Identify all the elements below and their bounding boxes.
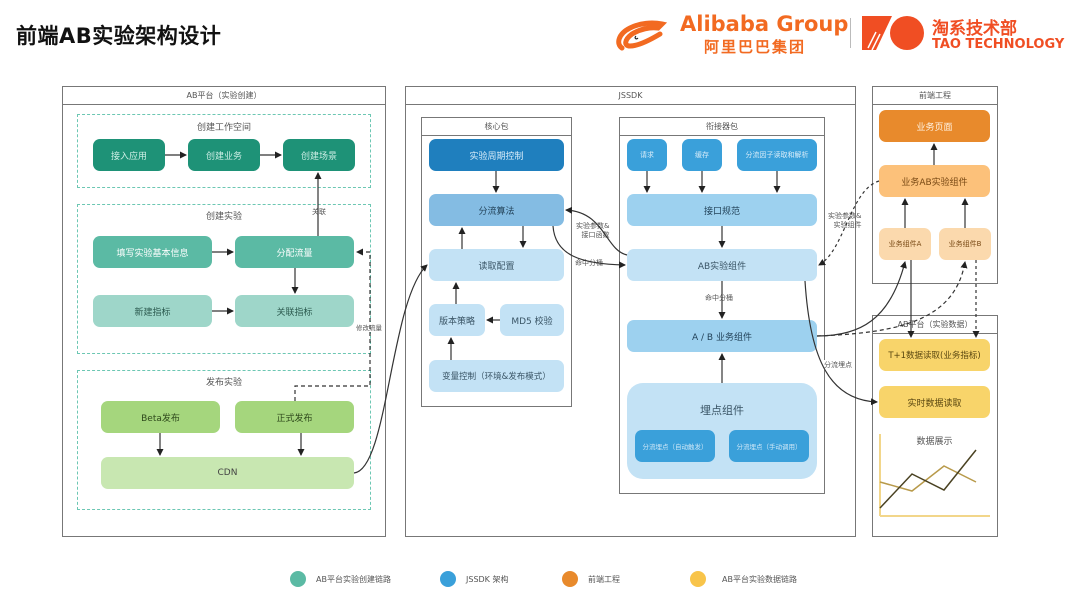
arrow-params-to-algorithm [565,206,628,256]
node-fill-basic-info[interactable]: 填写实验基本信息 [93,236,212,268]
legend-dot-frontend [562,571,578,587]
panel-header: AB平台（实验数据） [873,316,997,334]
workspace-group [77,114,371,188]
legend-dot-jssdk [440,571,456,587]
node-interface-spec[interactable]: 接口规范 [627,194,817,226]
panel-header: 前端工程 [873,87,997,105]
data-display-chart [879,434,990,517]
node-business-component-b[interactable]: 业务组件B [939,228,991,260]
legend-label-data: AB平台实验数据链路 [722,575,797,584]
node-ab-experiment-component[interactable]: AB实验组件 [627,249,817,281]
node-business-ab-component[interactable]: 业务AB实验组件 [879,165,990,197]
node-ab-business-component[interactable]: A / B 业务组件 [627,320,817,352]
panel-header: AB平台（实验创建） [63,87,385,105]
node-formal-release[interactable]: 正式发布 [235,401,354,433]
workspace-group-label: 创建工作空间 [196,123,251,133]
alibaba-en-text: Alibaba Group [680,12,849,36]
logo-divider [850,18,851,48]
legend-label-jssdk: JSSDK 架构 [466,575,509,584]
panel-header: 核心包 [422,118,571,136]
arrow-cdn-to-read-config [353,264,428,474]
node-split-algorithm[interactable]: 分流算法 [429,194,564,226]
legend-label-creation: AB平台实验创建链路 [316,575,391,584]
node-read-config[interactable]: 读取配置 [429,249,564,281]
node-cdn[interactable]: CDN [101,457,354,489]
node-version-strategy[interactable]: 版本策略 [429,304,485,336]
node-create-business[interactable]: 创建业务 [188,139,260,171]
page-title: 前端AB实验架构设计 [16,24,222,48]
node-lifecycle-control[interactable]: 实验周期控制 [429,139,564,171]
alibaba-logo-icon [616,20,668,51]
tao-cn-text: 淘系技术部 [932,19,1017,39]
node-t1-data-read[interactable]: T+1数据读取(业务指标) [879,339,990,371]
node-beta-release[interactable]: Beta发布 [101,401,220,433]
tao-logo-icon [862,16,924,51]
tao-en-text: TAO TECHNOLOGY [932,37,1065,52]
publish-group-label: 发布实验 [205,378,242,388]
node-split-factor-parse[interactable]: 分流因子读取和解析 [737,139,817,171]
arrow-hit-bucket [552,225,626,269]
logo-bar: Alibaba Group 阿里巴巴集团 淘系技术部 TAO TECHNOLOG… [614,12,1064,56]
chart-series-dark [879,449,977,509]
publish-group [77,370,371,510]
alibaba-cn-text: 阿里巴巴集团 [704,38,807,56]
node-md5-check[interactable]: MD5 校验 [500,304,564,336]
node-business-component-a[interactable]: 业务组件A [879,228,931,260]
node-tracking-manual[interactable]: 分流埋点（手动调用） [729,430,809,462]
edge-label-relate: 关联 [312,207,326,217]
arrow-business-to-component-a [816,261,907,337]
node-tracking-auto[interactable]: 分流埋点（自动触发） [635,430,715,462]
legend-dot-data [690,571,706,587]
arrow-frontend-params [818,180,880,266]
node-access-app[interactable]: 接入应用 [93,139,165,171]
edge-label-hit-bucket-2: 命中分桶 [705,293,733,303]
legend: AB平台实验创建链路 JSSDK 架构 前端工程 AB平台实验数据链路 [290,571,830,589]
node-request[interactable]: 请求 [627,139,667,171]
tracking-component-title: 埋点组件 [700,404,744,417]
node-create-scene[interactable]: 创建场景 [283,139,355,171]
node-cache[interactable]: 缓存 [682,139,722,171]
panel-header: JSSDK [406,87,855,105]
edge-label-hit-bucket: 命中分桶 [575,259,603,267]
edge-label-params-component: 实验参数& 实验组件 [828,212,862,229]
experiment-group-label: 创建实验 [205,212,242,222]
node-business-page[interactable]: 业务页面 [879,110,990,142]
arrow-modify-traffic [294,248,371,401]
node-new-metric[interactable]: 新建指标 [93,295,212,327]
edge-label-params-interface: 实验参数& 接口函数 [576,222,610,239]
chart-series-light [879,465,977,492]
edge-label-modify-traffic: 修改流量 [356,322,382,332]
node-variable-control[interactable]: 变量控制（环境&发布模式） [429,360,564,392]
arrow-business-to-component-b [816,261,968,337]
panel-header: 衔接器包 [620,118,824,136]
legend-label-frontend: 前端工程 [588,575,620,584]
chart-title: 数据展示 [916,437,953,447]
node-realtime-data-read[interactable]: 实时数据读取 [879,386,990,418]
node-allocate-traffic[interactable]: 分配流量 [235,236,354,268]
arrow-tracking-to-realtime [804,280,878,406]
legend-dot-creation [290,571,306,587]
node-link-metric[interactable]: 关联指标 [235,295,354,327]
edge-label-tracking: 分流埋点 [824,360,852,370]
